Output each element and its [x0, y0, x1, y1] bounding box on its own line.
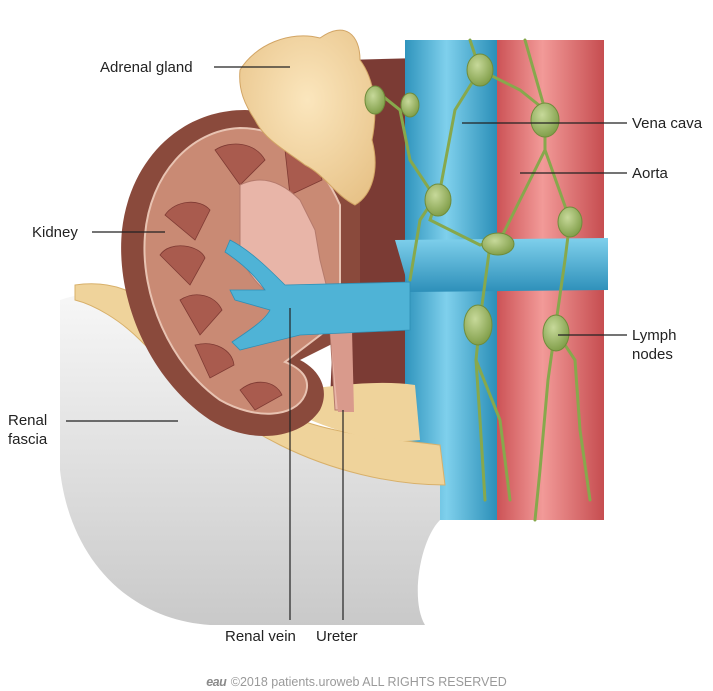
label-renal-fascia-line2: fascia [8, 430, 47, 449]
lymph-node [558, 207, 582, 237]
label-lymph-nodes-line2: nodes [632, 345, 676, 364]
lymph-node [464, 305, 492, 345]
copyright-footer: eau ©2018 patients.uroweb ALL RIGHTS RES… [0, 675, 713, 689]
label-renal-fascia: Renal fascia [8, 411, 47, 449]
lymph-node [531, 103, 559, 137]
lymph-node [543, 315, 569, 351]
label-vena-cava: Vena cava [632, 114, 702, 133]
label-kidney: Kidney [32, 223, 78, 242]
lymph-node [401, 93, 419, 117]
lymph-node [467, 54, 493, 86]
lymph-node [365, 86, 385, 114]
label-renal-fascia-line1: Renal [8, 411, 47, 430]
label-lymph-nodes-line1: Lymph [632, 326, 676, 345]
lymph-node [425, 184, 451, 216]
eau-logo: eau [206, 675, 226, 689]
label-aorta: Aorta [632, 164, 668, 183]
label-adrenal-gland: Adrenal gland [100, 58, 193, 77]
lymph-node [482, 233, 514, 255]
label-lymph-nodes: Lymph nodes [632, 326, 676, 364]
label-ureter: Ureter [316, 627, 358, 646]
copyright-text: ©2018 patients.uroweb ALL RIGHTS RESERVE… [231, 675, 507, 689]
label-renal-vein: Renal vein [225, 627, 296, 646]
